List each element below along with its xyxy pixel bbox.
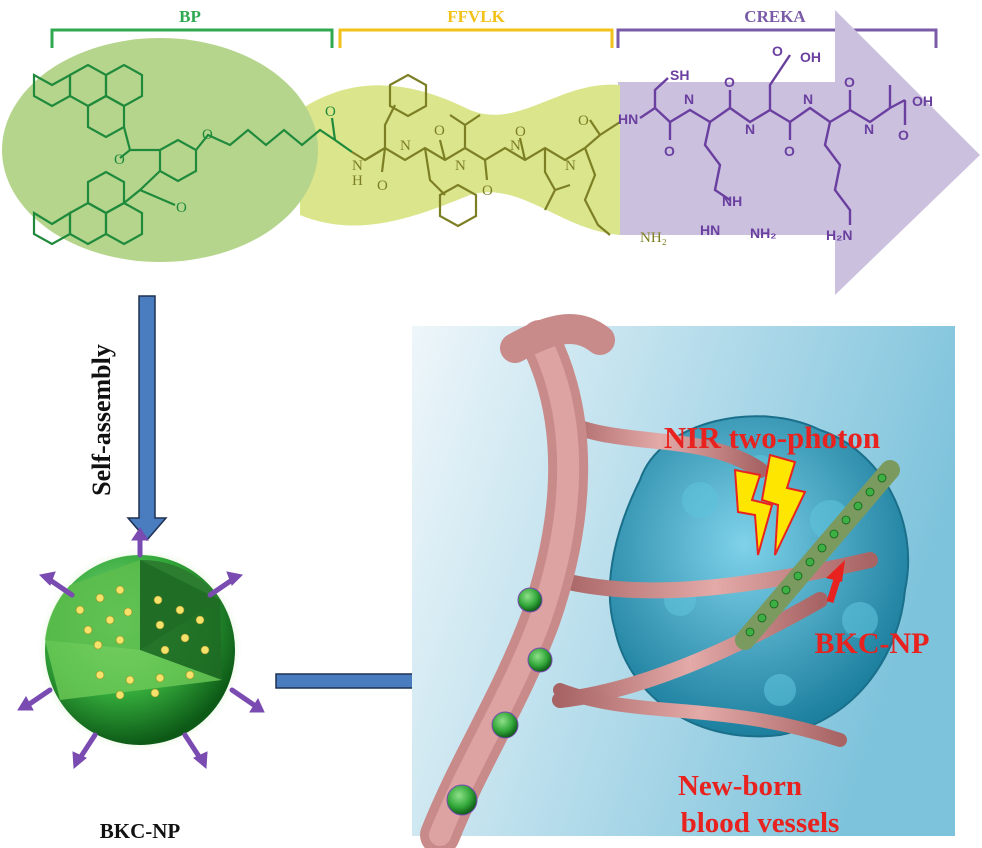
bp-label: BP [179, 7, 201, 26]
creka-label: CREKA [744, 7, 806, 26]
ffvlk-structure [351, 73, 621, 236]
vessels-label-line2: blood vessels [681, 807, 840, 839]
atom-label: N [510, 138, 521, 154]
atom-label: NH₂ [640, 230, 667, 246]
atom-label: O [176, 200, 187, 216]
bp-bracket [50, 28, 334, 48]
atom-label: O [784, 143, 795, 159]
atom-label: O [515, 124, 526, 140]
atom-label: O [114, 152, 125, 168]
ffvlk-label: FFVLK [447, 7, 505, 26]
atom-label: NH₂ [750, 225, 776, 241]
atom-label: N [455, 158, 466, 174]
nanoparticle-label: BKC-NP [100, 819, 181, 843]
atom-label: O [325, 104, 336, 120]
atom-label: N [684, 91, 694, 107]
vessels-label-line1: New-born [678, 770, 802, 802]
atom-label: O [434, 123, 445, 139]
atom-label: HN [700, 222, 720, 238]
panel-nanoparticle-label: BKC-NP [815, 627, 930, 660]
atom-label: SH [670, 67, 689, 83]
atom-label: HN [618, 111, 638, 127]
atom-label: N [400, 138, 411, 154]
nanoparticle-illustration [17, 527, 265, 770]
atom-label: N [803, 91, 813, 107]
self-assembly-arrow [126, 295, 168, 542]
atom-label: O [578, 113, 589, 129]
ffvlk-blob [300, 84, 620, 235]
creka-bracket [616, 28, 938, 48]
tumor-targeting-panel [412, 314, 955, 848]
atom-label: OH [912, 93, 933, 109]
atom-label: O [202, 127, 213, 143]
self-assembly-label: Self-assembly [87, 344, 116, 496]
atom-label: O [844, 74, 855, 90]
atom-label: H [352, 173, 363, 189]
atom-label: N [352, 158, 363, 174]
atom-label: N [745, 121, 755, 137]
atom-label: N [864, 121, 874, 137]
nir-two-photon-label: NIR two-photon [664, 420, 880, 455]
atom-label: O [772, 43, 783, 59]
creka-arrow-shape [618, 10, 980, 295]
creka-structure [639, 54, 907, 225]
atom-label: H₂N [826, 227, 852, 243]
atom-label: NH [722, 193, 742, 209]
atom-label: O [898, 127, 909, 143]
atom-label: O [664, 143, 675, 159]
atom-label: O [377, 178, 388, 194]
atom-label: O [724, 74, 735, 90]
atom-label: O [482, 183, 493, 199]
ffvlk-bracket [338, 28, 614, 48]
bp-structure [32, 63, 353, 246]
atom-label: OH [800, 49, 821, 65]
atom-label: N [565, 158, 576, 174]
